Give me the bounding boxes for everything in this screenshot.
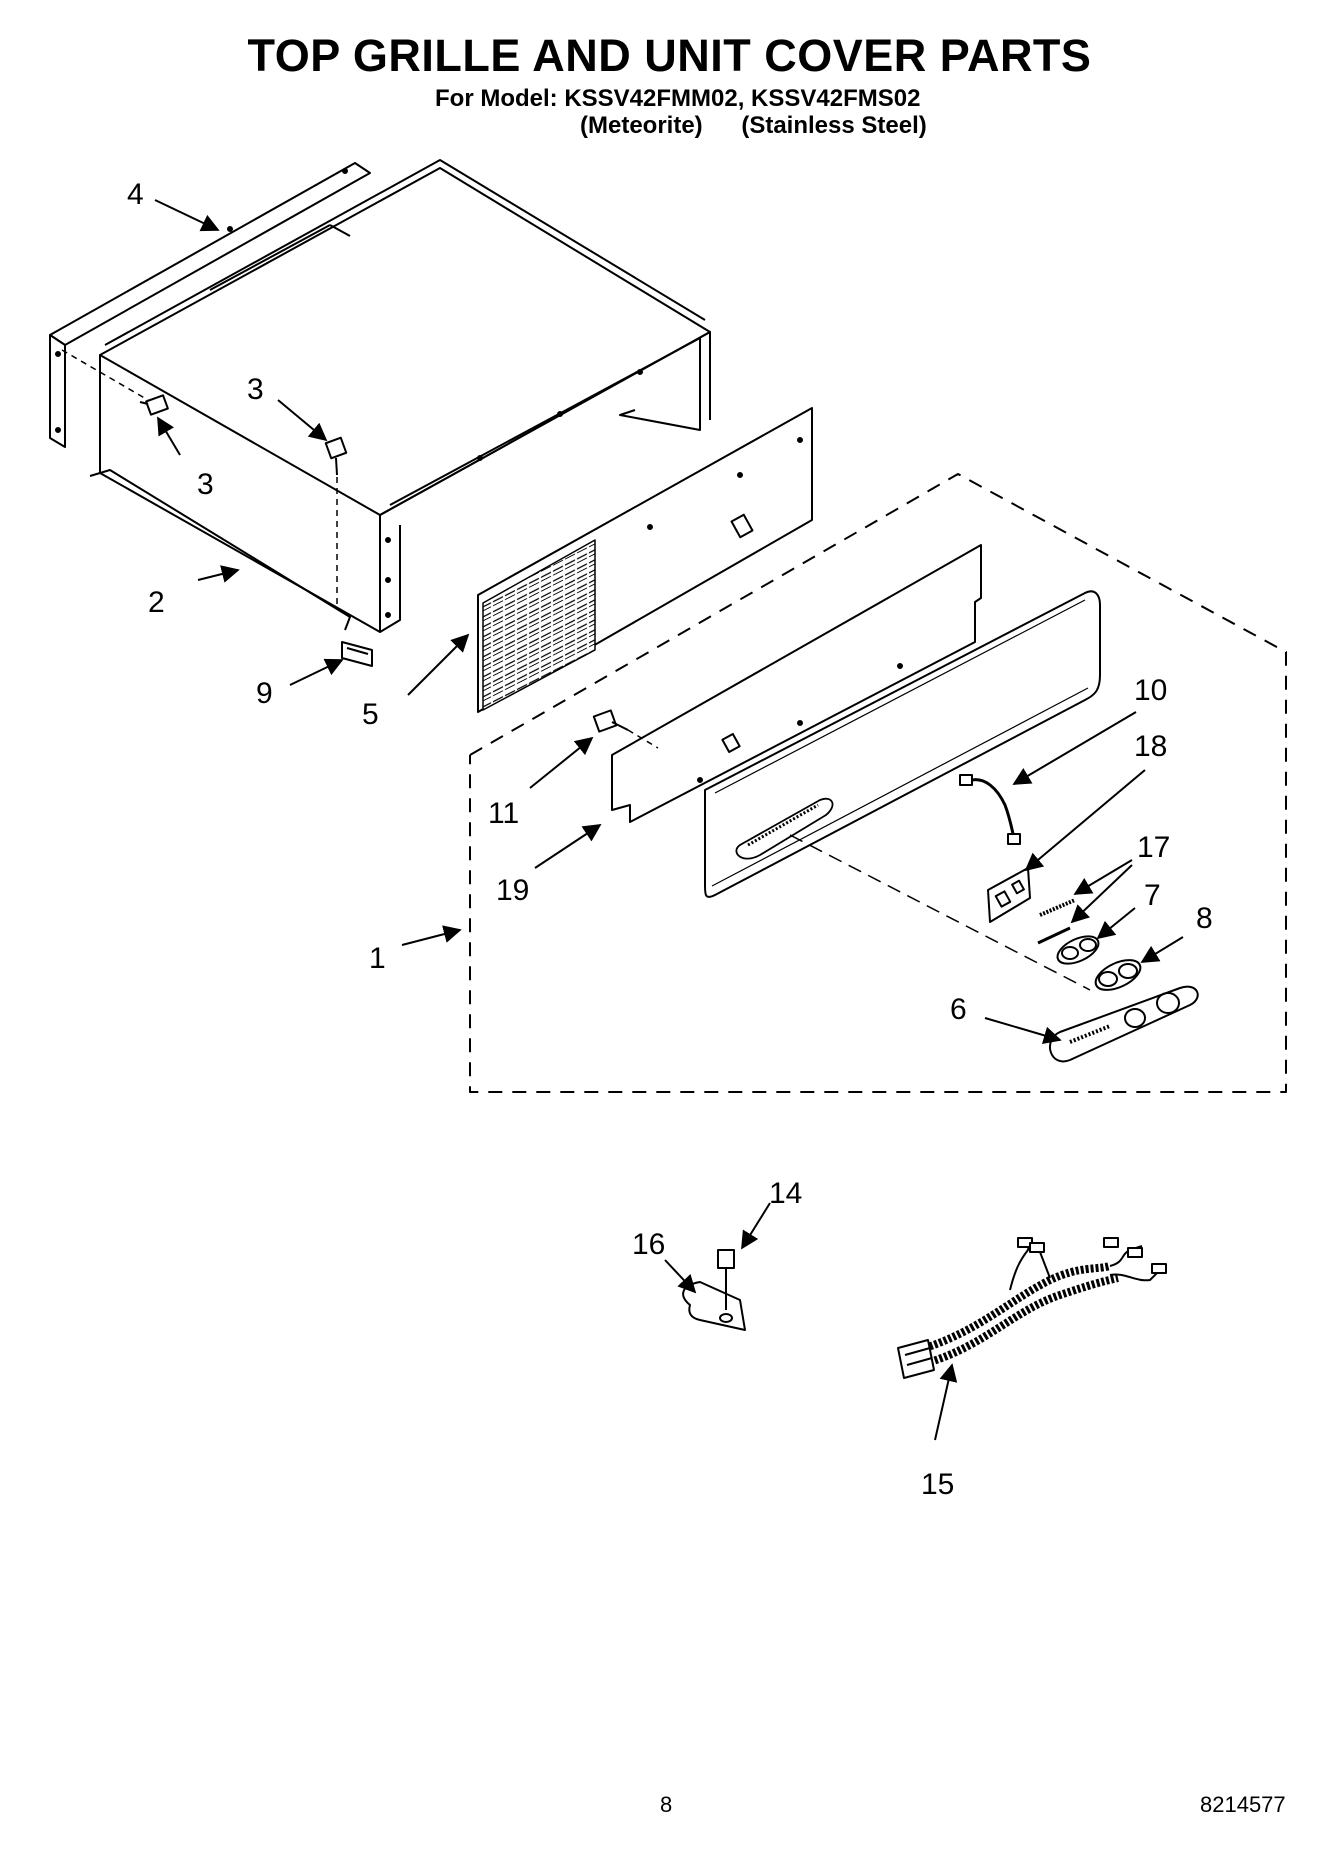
- callout-15: 15: [921, 1468, 954, 1501]
- unit-cover-part: [89, 159, 711, 633]
- callout-2: 2: [148, 586, 165, 619]
- button-cap-part: [1094, 959, 1142, 991]
- document-number: 8214577: [1200, 1792, 1286, 1817]
- backing-plate-part: [611, 544, 982, 823]
- screw-11-part: [592, 709, 629, 733]
- rear-rail-part: [49, 162, 371, 448]
- callout-9: 9: [256, 677, 273, 710]
- variant-meteorite: (Meteorite): [580, 112, 703, 139]
- wire-connector-part: [959, 774, 1021, 845]
- switch-part: [987, 867, 1031, 923]
- leader-lines: [154, 199, 1184, 1441]
- callout-5: 5: [362, 698, 379, 731]
- model-variants: (Meteorite) (Stainless Steel): [580, 112, 927, 140]
- callout-10: 10: [1134, 674, 1167, 707]
- model-line: For Model: KSSV42FMM02, KSSV42FMS02: [435, 85, 921, 112]
- variant-stainless: (Stainless Steel): [741, 112, 927, 139]
- callout-11: 11: [488, 797, 519, 830]
- button-part: [1056, 935, 1100, 965]
- screw-part: [139, 394, 348, 476]
- callout-1: 1: [369, 942, 386, 975]
- grille-panel-part: [477, 407, 813, 713]
- bezel-part: [1049, 985, 1199, 1063]
- callout-17: 17: [1137, 831, 1170, 864]
- screw-14-part: [717, 1249, 735, 1310]
- bracket-part: [341, 641, 373, 667]
- callout-4: 4: [127, 178, 144, 211]
- front-panel-part: [704, 590, 1101, 898]
- callout-19: 19: [496, 874, 529, 907]
- callout-6: 6: [950, 993, 967, 1026]
- spring-part: [1037, 898, 1076, 945]
- callout-8: 8: [1196, 902, 1213, 935]
- callout-3a: 3: [197, 468, 214, 501]
- wiring-harness-part: [897, 1237, 1167, 1379]
- callout-16: 16: [632, 1228, 665, 1261]
- callout-18: 18: [1134, 730, 1167, 763]
- page-number: 8: [660, 1792, 673, 1817]
- callout-7: 7: [1144, 879, 1161, 912]
- callout-3b: 3: [247, 373, 264, 406]
- page-title: TOP GRILLE AND UNIT COVER PARTS: [247, 30, 1092, 81]
- callout-14: 14: [769, 1177, 802, 1210]
- clamp-part: [682, 1281, 746, 1331]
